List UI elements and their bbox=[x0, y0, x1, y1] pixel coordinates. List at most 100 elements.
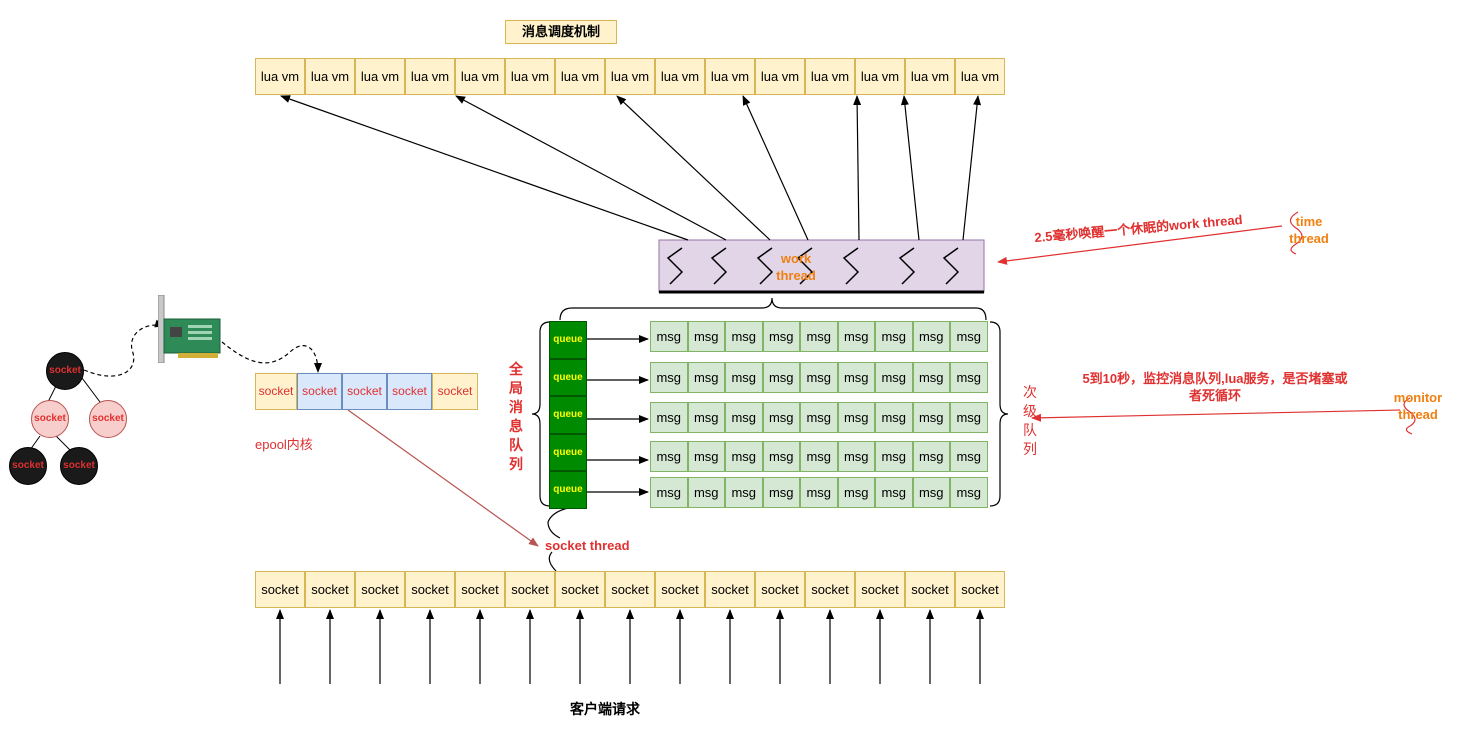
msg-cell: msg bbox=[875, 477, 913, 508]
brace-right bbox=[989, 321, 1009, 507]
lua-vm-cell: lua vm bbox=[255, 58, 305, 95]
time-thread-label: time thread bbox=[1289, 214, 1329, 246]
socket-cell: socket bbox=[505, 571, 555, 608]
msg-cell: msg bbox=[687, 477, 725, 508]
msg-cell: msg bbox=[725, 362, 763, 393]
tree-node-right: socket bbox=[89, 400, 127, 438]
epoll-label: epool内核 bbox=[255, 437, 313, 452]
brace-top bbox=[559, 297, 987, 321]
queue-cell: queue bbox=[549, 396, 587, 434]
lua-vm-cell: lua vm bbox=[955, 58, 1005, 95]
socket-cell: socket bbox=[355, 571, 405, 608]
monitor-thread-squiggle bbox=[1403, 397, 1416, 435]
msg-cell: msg bbox=[800, 321, 838, 352]
time-thread-arrow bbox=[997, 225, 1283, 265]
msg-cell: msg bbox=[762, 362, 800, 393]
epoll-socket-cell: socket bbox=[387, 373, 432, 410]
work-thread-box bbox=[658, 239, 985, 293]
msg-cell: msg bbox=[950, 477, 988, 508]
msg-cell: msg bbox=[650, 477, 688, 508]
msg-cell: msg bbox=[950, 402, 988, 433]
msg-cell: msg bbox=[875, 362, 913, 393]
msg-cell: msg bbox=[725, 402, 763, 433]
msg-row: msg msg msg msg msg msg msg msg msg bbox=[650, 362, 988, 393]
msg-cell: msg bbox=[725, 477, 763, 508]
secondary-queue-label: 次级队列 bbox=[1023, 384, 1037, 457]
msg-cell: msg bbox=[687, 441, 725, 472]
socket-cell: socket bbox=[755, 571, 805, 608]
msg-cell: msg bbox=[837, 362, 875, 393]
lua-vm-cell: lua vm bbox=[905, 58, 955, 95]
socket-cell: socket bbox=[805, 571, 855, 608]
tree-to-nic-dashed bbox=[83, 319, 165, 377]
msg-cell: msg bbox=[875, 321, 913, 352]
socket-cell: socket bbox=[555, 571, 605, 608]
tree-node-left-right: socket bbox=[60, 447, 98, 485]
msg-cell: msg bbox=[912, 441, 950, 472]
queue-cell: queue bbox=[549, 358, 587, 397]
monitor-note-line1: 5到10秒，监控消息队列,lua服务，是否堵塞或 bbox=[1082, 371, 1348, 386]
global-queue-column: queue queue queue queue queue bbox=[549, 321, 587, 509]
epoll-socket-cell: socket bbox=[432, 373, 478, 410]
lua-vm-row: lua vm lua vm lua vm lua vm lua vm lua v… bbox=[255, 58, 1005, 95]
tree-node-left-left: socket bbox=[9, 447, 47, 485]
epoll-row: socket socket socket socket socket bbox=[255, 373, 478, 410]
client-arrows bbox=[276, 609, 984, 684]
epoll-socket-cell: socket bbox=[297, 373, 342, 410]
msg-cell: msg bbox=[837, 402, 875, 433]
monitor-thread-arrow bbox=[1031, 409, 1401, 422]
msg-cell: msg bbox=[950, 362, 988, 393]
tree-node-left: socket bbox=[31, 400, 69, 438]
tree-node-root: socket bbox=[46, 352, 84, 390]
queue-arrows bbox=[587, 335, 649, 496]
msg-cell: msg bbox=[687, 362, 725, 393]
socket-cell: socket bbox=[905, 571, 955, 608]
msg-cell: msg bbox=[912, 321, 950, 352]
msg-cell: msg bbox=[650, 402, 688, 433]
work-thread-label: work thread bbox=[776, 251, 816, 283]
queue-cell: queue bbox=[549, 433, 587, 472]
lua-vm-cell: lua vm bbox=[405, 58, 455, 95]
socket-thread-label: socket thread bbox=[545, 538, 630, 553]
msg-cell: msg bbox=[912, 477, 950, 508]
socket-cell: socket bbox=[455, 571, 505, 608]
msg-cell: msg bbox=[762, 441, 800, 472]
msg-cell: msg bbox=[837, 321, 875, 352]
socket-cell: socket bbox=[655, 571, 705, 608]
msg-cell: msg bbox=[650, 362, 688, 393]
dispatch-arrows bbox=[280, 95, 982, 241]
msg-cell: msg bbox=[912, 402, 950, 433]
msg-cell: msg bbox=[650, 321, 688, 352]
msg-cell: msg bbox=[800, 477, 838, 508]
msg-cell: msg bbox=[837, 441, 875, 472]
socket-cell: socket bbox=[855, 571, 905, 608]
msg-cell: msg bbox=[762, 321, 800, 352]
msg-cell: msg bbox=[950, 321, 988, 352]
socket-cell: socket bbox=[405, 571, 455, 608]
epoll-socket-cell: socket bbox=[255, 373, 297, 410]
socket-row: socket socket socket socket socket socke… bbox=[255, 571, 1005, 608]
diagram-title: 消息调度机制 bbox=[505, 20, 617, 44]
msg-cell: msg bbox=[725, 321, 763, 352]
socket-cell: socket bbox=[705, 571, 755, 608]
msg-cell: msg bbox=[800, 441, 838, 472]
msg-cell: msg bbox=[875, 441, 913, 472]
lua-vm-cell: lua vm bbox=[305, 58, 355, 95]
epoll-arrow bbox=[347, 409, 539, 547]
thread-squiggles bbox=[666, 247, 960, 285]
msg-cell: msg bbox=[875, 402, 913, 433]
socket-thread-squiggle bbox=[547, 507, 569, 572]
msg-cell: msg bbox=[687, 321, 725, 352]
lua-vm-cell: lua vm bbox=[705, 58, 755, 95]
msg-row: msg msg msg msg msg msg msg msg msg bbox=[650, 321, 988, 352]
msg-cell: msg bbox=[762, 477, 800, 508]
msg-row: msg msg msg msg msg msg msg msg msg bbox=[650, 477, 988, 508]
lua-vm-cell: lua vm bbox=[355, 58, 405, 95]
brace-left bbox=[531, 321, 551, 507]
socket-cell: socket bbox=[605, 571, 655, 608]
network-card-icon bbox=[158, 295, 221, 363]
lua-vm-cell: lua vm bbox=[655, 58, 705, 95]
lua-vm-cell: lua vm bbox=[755, 58, 805, 95]
client-request-label: 客户端请求 bbox=[570, 701, 640, 717]
